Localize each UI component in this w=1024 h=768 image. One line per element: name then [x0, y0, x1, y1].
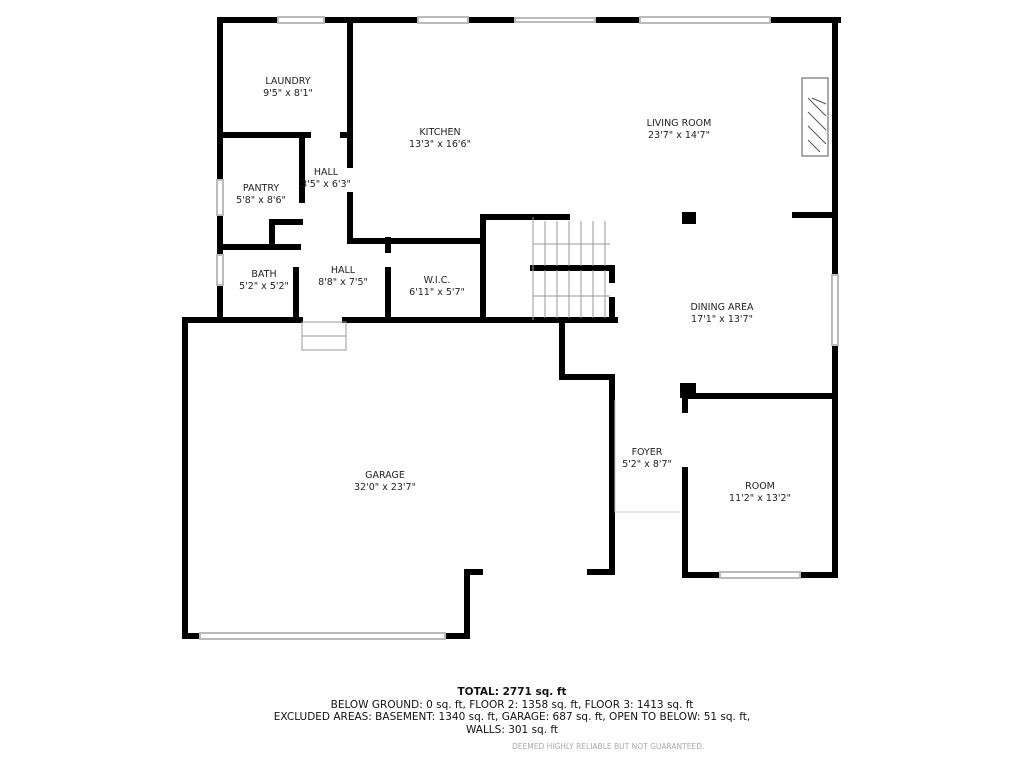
- windows: [199, 16, 839, 640]
- steps: [301, 321, 347, 351]
- room-dims: 5'2" x 8'7": [622, 459, 672, 470]
- room-dims: 11'2" x 13'2": [729, 493, 791, 504]
- room-name: LAUNDRY: [265, 76, 311, 87]
- room-dims: 3'5" x 6'3": [301, 179, 351, 190]
- room-name: FOYER: [631, 447, 663, 458]
- room-name: KITCHEN: [419, 127, 461, 138]
- room-name: LIVING ROOM: [646, 118, 712, 129]
- room-dims: 23'7" x 14'7": [648, 130, 710, 141]
- total-area: TOTAL: 2771 sq. ft: [457, 686, 567, 698]
- room-dims: 5'2" x 5'2": [239, 281, 289, 292]
- pillar: [682, 212, 696, 224]
- room-dims: 32'0" x 23'7": [354, 482, 416, 493]
- room-name: PANTRY: [242, 183, 280, 194]
- room-name: W.I.C.: [423, 275, 451, 286]
- fireplace-icon: [801, 77, 829, 157]
- pillar: [680, 383, 696, 398]
- foyer-outline: [614, 400, 680, 513]
- room-dims: 17'1" x 13'7": [691, 314, 753, 325]
- room-name: BATH: [251, 269, 277, 280]
- room-dims: 6'11" x 5'7": [409, 287, 465, 298]
- area-summary: TOTAL: 2771 sq. ft BELOW GROUND: 0 sq. f…: [0, 686, 1024, 736]
- room-wic: W.I.C.6'11" x 5'7": [409, 275, 465, 299]
- stairs-icon: [532, 217, 610, 320]
- summary-line-2: EXCLUDED AREAS: BASEMENT: 1340 sq. ft, G…: [273, 711, 751, 723]
- room-name: HALL: [313, 167, 339, 178]
- room-dims: 8'8" x 7'5": [318, 277, 368, 288]
- summary-line-1: BELOW GROUND: 0 sq. ft, FLOOR 2: 1358 sq…: [330, 698, 694, 711]
- room-dims: 9'5" x 8'1": [263, 88, 313, 99]
- room-dims: 13'3" x 16'6": [409, 139, 471, 150]
- walls: [182, 17, 841, 639]
- room-dims: 5'8" x 8'6": [236, 195, 286, 206]
- disclaimer: DEEMED HIGHLY RELIABLE BUT NOT GUARANTEE…: [512, 742, 705, 751]
- room-name: HALL: [330, 265, 356, 276]
- summary-line-3: WALLS: 301 sq. ft: [465, 723, 559, 736]
- room-name: ROOM: [745, 481, 775, 492]
- room-name: GARAGE: [365, 470, 405, 481]
- room-name: DINING AREA: [690, 302, 754, 313]
